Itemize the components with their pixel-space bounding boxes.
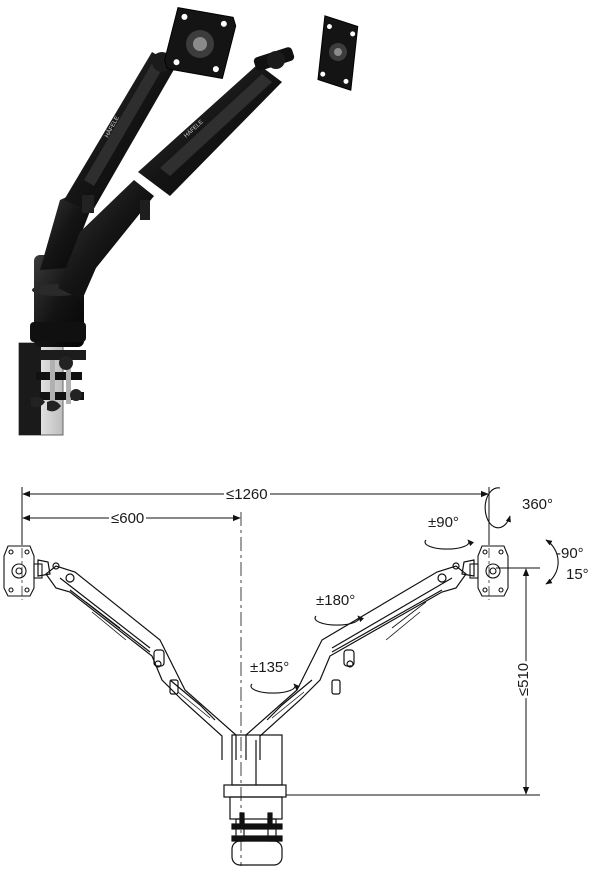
screen-rotation-indicator: [484, 487, 511, 529]
pole-and-clamp: [223, 734, 287, 866]
left-screen-head: [3, 545, 43, 597]
screen-rotation-label: 360°: [522, 496, 554, 513]
base-swivel-label: ±135°: [250, 659, 290, 676]
arm-reach-label: ≤600: [109, 510, 147, 527]
total-span-label: ≤1260: [224, 486, 270, 503]
head-swivel-label: ±90°: [428, 514, 459, 531]
front-arm: [58, 47, 295, 300]
tilt-indicator: [545, 539, 559, 585]
rear-arm: [40, 52, 176, 270]
elbow-swivel-indicator: [314, 615, 365, 626]
height-label: ≤510: [515, 660, 533, 699]
right-arm-outline: [245, 559, 475, 760]
technical-drawing: [3, 487, 559, 866]
tilt-up-label: -90°: [556, 545, 584, 562]
vesa-plate-right: [317, 15, 359, 91]
head-swivel-indicator: [424, 539, 475, 550]
base-swivel-indicator: [250, 683, 301, 694]
left-arm-outline: [37, 559, 237, 760]
desk-clamp: [18, 342, 86, 436]
product-photo: HÄFELE HÄFELE: [18, 7, 359, 436]
right-screen-head: [469, 545, 509, 597]
tilt-down-label: 15°: [566, 566, 589, 583]
vesa-plate-left: [164, 7, 237, 79]
elbow-swivel-label: ±180°: [316, 592, 356, 609]
